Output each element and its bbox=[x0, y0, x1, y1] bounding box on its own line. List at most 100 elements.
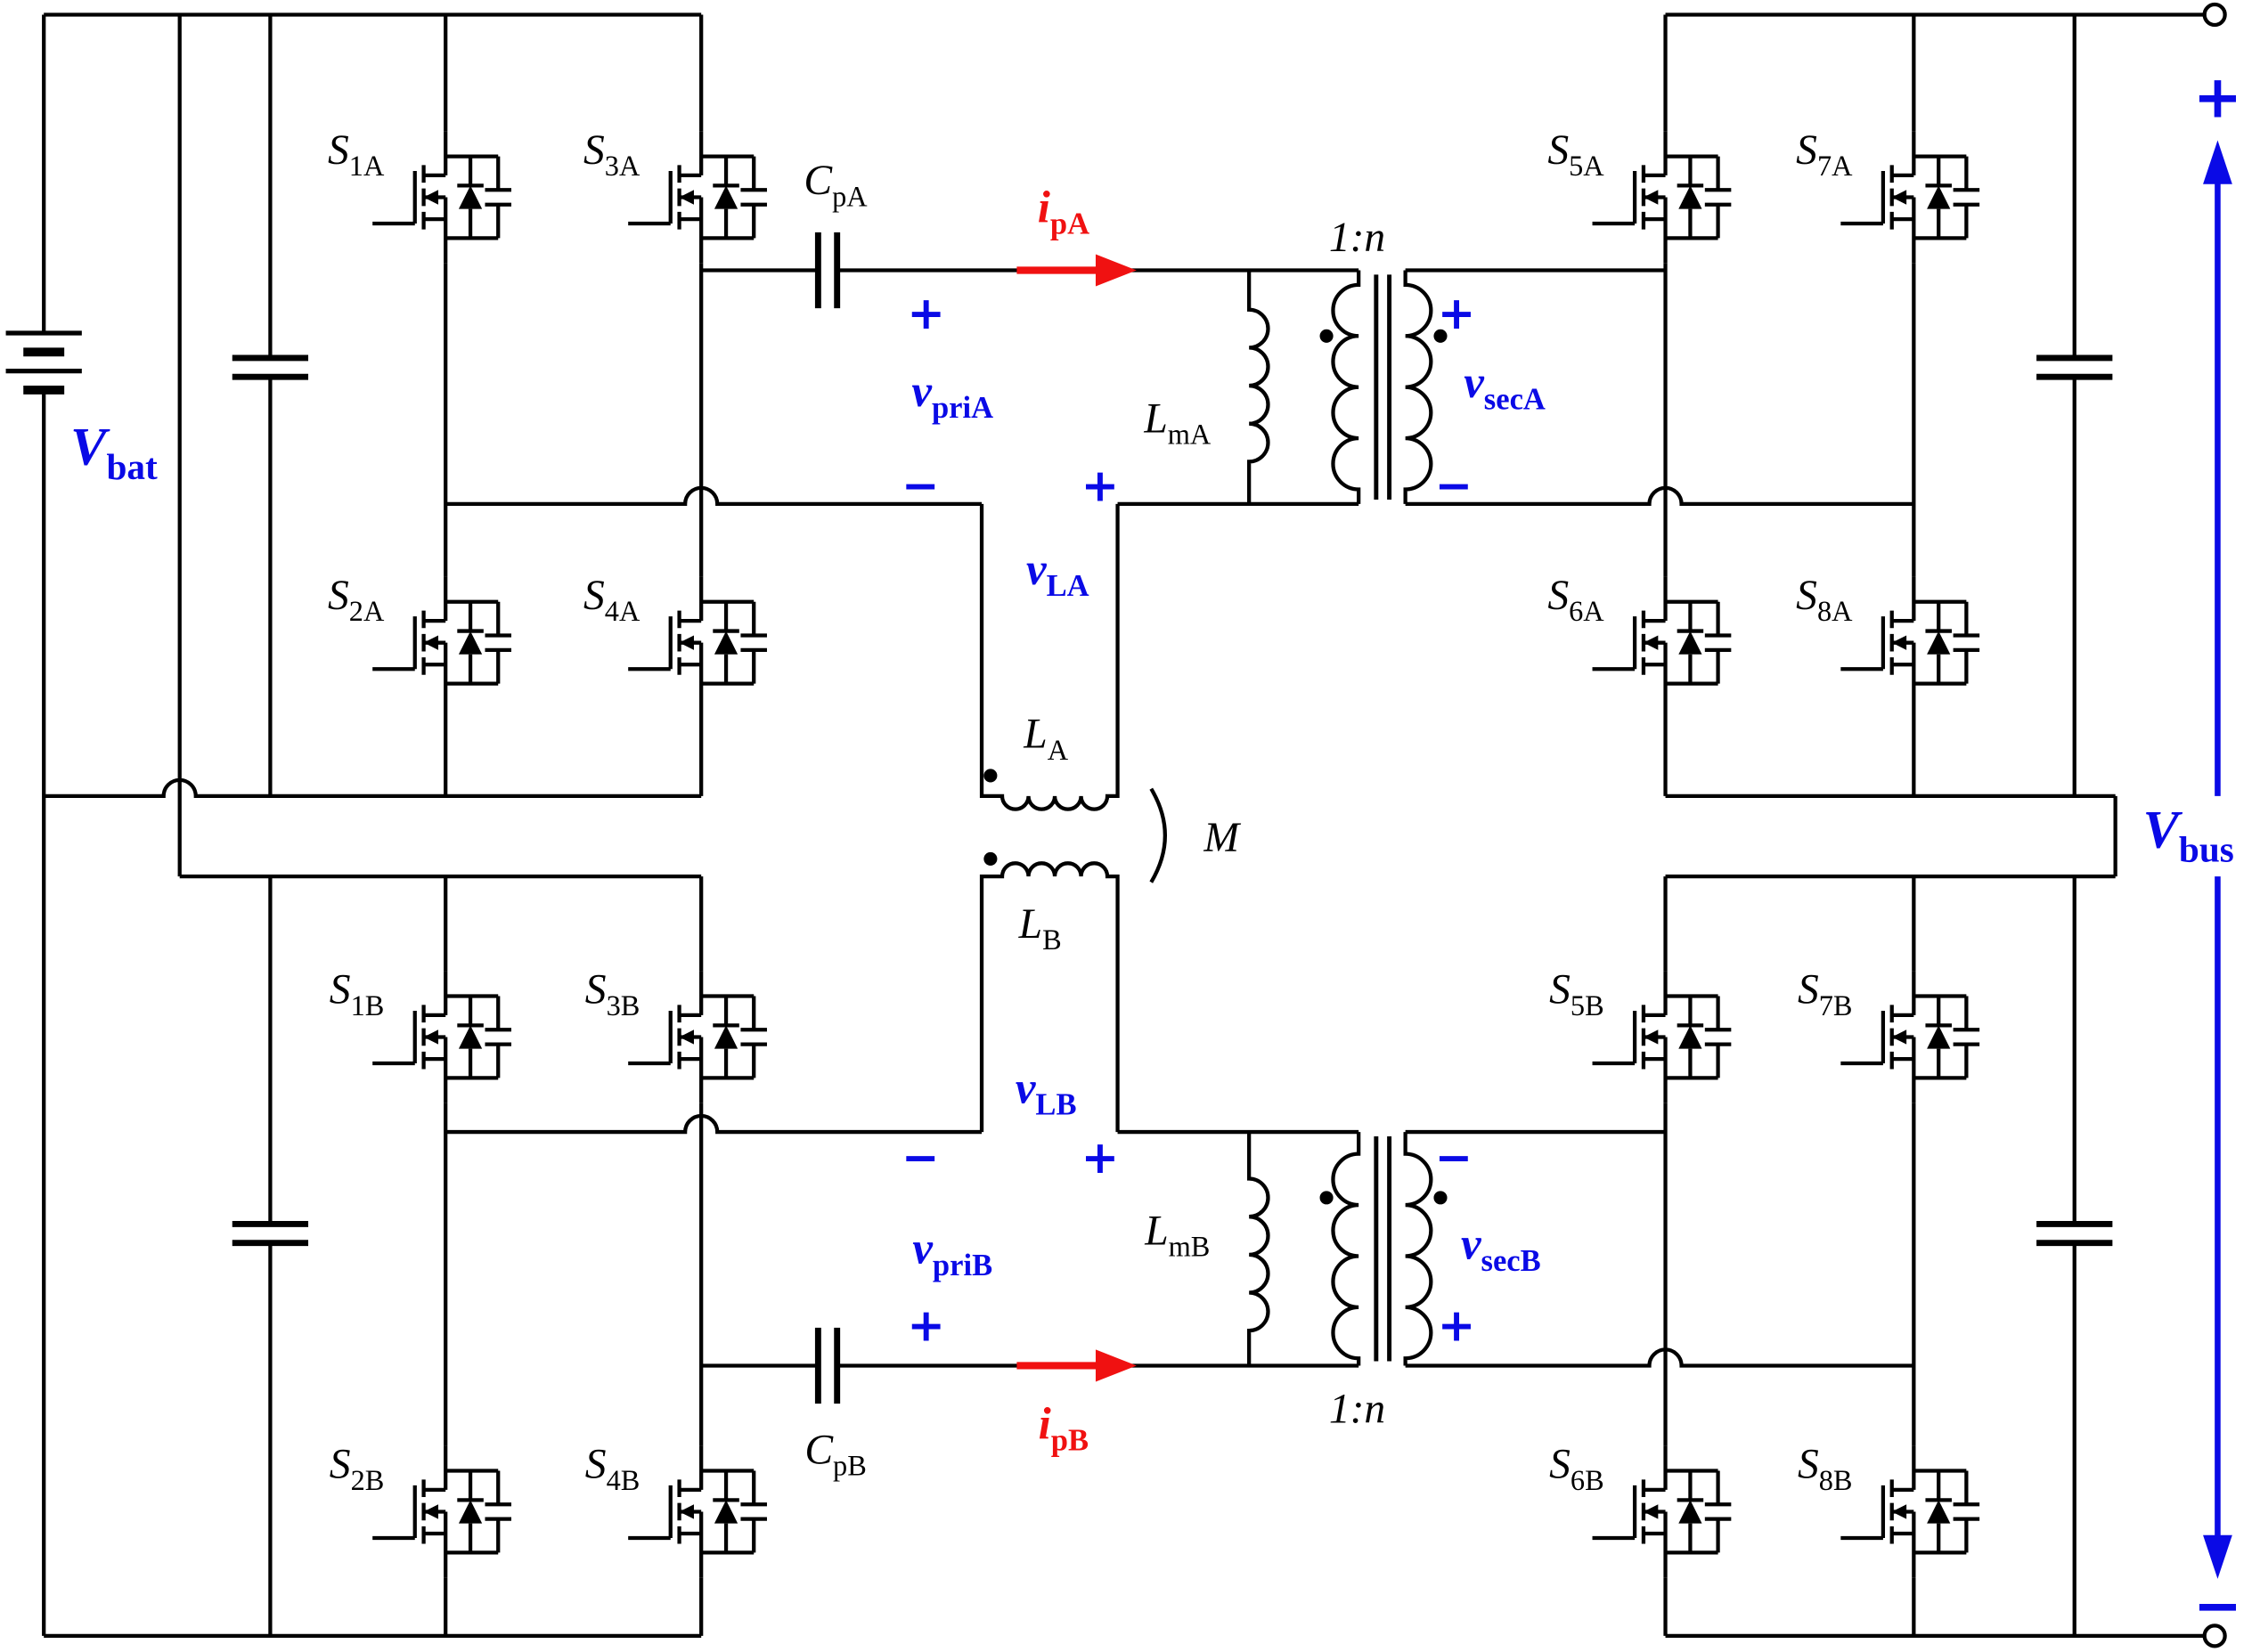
vprib-plus-sign: + bbox=[907, 1299, 945, 1352]
dc-output-rails bbox=[1665, 12, 2205, 1638]
vseca-plus-sign: + bbox=[1438, 287, 1476, 339]
mosfet-s5b bbox=[1593, 972, 1732, 1103]
series-cap-b-plates bbox=[814, 1327, 841, 1404]
vlb-minus-sign: − bbox=[902, 1131, 940, 1184]
transformer-a-secondary-dot bbox=[1433, 329, 1448, 343]
battery-short-plates bbox=[23, 347, 65, 395]
mosfet-s2a bbox=[372, 577, 511, 709]
magnetizing-inductor-b bbox=[1247, 1132, 1270, 1366]
label-s7b: S7B bbox=[1798, 967, 1853, 1021]
transformer-b-secondary bbox=[1403, 1132, 1433, 1366]
label-s2a: S2A bbox=[328, 573, 385, 627]
transformer-b-primary bbox=[1331, 1132, 1361, 1366]
label-vla: vLA bbox=[1026, 544, 1089, 603]
mosfet-s7a bbox=[1840, 132, 1979, 264]
transformer-b-primary-dot bbox=[1319, 1191, 1334, 1205]
label-vbus: Vbus bbox=[2142, 800, 2233, 869]
label-lma: LmA bbox=[1143, 396, 1212, 451]
label-mutual-inductance: M bbox=[1203, 815, 1241, 861]
label-ipb: ipB bbox=[1039, 1398, 1089, 1457]
transformer-a-primary-dot bbox=[1319, 329, 1334, 343]
mosfet-s5a bbox=[1593, 132, 1732, 264]
mosfet-s1b bbox=[372, 972, 511, 1103]
label-s6a: S6A bbox=[1547, 573, 1604, 627]
label-s7a: S7A bbox=[1796, 127, 1853, 182]
battery-long-plates bbox=[5, 330, 82, 374]
dc-input-rails bbox=[42, 12, 702, 1638]
mosfet-s6a bbox=[1593, 577, 1732, 709]
label-vseca: vsecA bbox=[1464, 357, 1546, 416]
vpria-plus-sign: + bbox=[907, 287, 945, 339]
current-arrow-ipb bbox=[1016, 1349, 1137, 1382]
bus-positive-terminal bbox=[2202, 2, 2227, 28]
label-s8b: S8B bbox=[1798, 1442, 1853, 1496]
mosfet-s8a bbox=[1840, 577, 1979, 709]
mosfet-s4b bbox=[628, 1446, 767, 1578]
transformer-b-core bbox=[1374, 1135, 1392, 1362]
label-vpria: vpriA bbox=[911, 366, 993, 425]
battery-symbol bbox=[5, 330, 82, 395]
label-vlb: vLB bbox=[1016, 1062, 1077, 1121]
coupled-inductor-la bbox=[979, 503, 1120, 811]
vsecb-plus-sign: + bbox=[1438, 1299, 1476, 1352]
bus-negative-terminal bbox=[2202, 1624, 2227, 1648]
label-cpb: CpB bbox=[804, 1427, 866, 1481]
label-vprib: vpriB bbox=[912, 1224, 992, 1282]
transformer-a-secondary bbox=[1403, 270, 1433, 504]
vbus-minus-sign: − bbox=[2193, 1572, 2242, 1640]
vbus-plus-sign: + bbox=[2193, 63, 2242, 131]
label-s4b: S4B bbox=[585, 1442, 640, 1496]
series-cap-a-plates bbox=[814, 232, 841, 309]
label-s4a: S4A bbox=[583, 573, 640, 627]
inductor-la-dot bbox=[983, 769, 998, 783]
label-s6b: S6B bbox=[1549, 1442, 1604, 1496]
mosfet-s2b bbox=[372, 1446, 511, 1578]
left-bridge-legs bbox=[444, 14, 704, 1636]
transformer-a-primary bbox=[1331, 270, 1361, 504]
inductor-lb-dot bbox=[983, 851, 998, 866]
vseca-minus-sign: − bbox=[1434, 460, 1473, 512]
label-turns-ratio-b: 1:n bbox=[1329, 1386, 1385, 1432]
label-cpa: CpA bbox=[804, 158, 868, 212]
label-turns-ratio-a: 1:n bbox=[1329, 215, 1385, 261]
label-vbat: Vbat bbox=[70, 418, 158, 487]
coupled-inductor-lb bbox=[979, 861, 1120, 1133]
mosfet-s4a bbox=[628, 577, 767, 709]
vbus-upper-arrow-head bbox=[2203, 140, 2232, 184]
label-vsecb: vsecB bbox=[1461, 1219, 1541, 1278]
output-cap-plates bbox=[2036, 354, 2113, 1247]
vbus-annotation bbox=[2203, 140, 2232, 1579]
label-s3a: S3A bbox=[583, 127, 640, 182]
label-ipa: ipA bbox=[1038, 182, 1089, 240]
wiring bbox=[42, 12, 2205, 1638]
mosfet-s8b bbox=[1840, 1446, 1979, 1578]
current-arrow-ipa bbox=[1016, 254, 1137, 287]
mosfet-s1a bbox=[372, 132, 511, 264]
transformer-b-secondary-dot bbox=[1433, 1191, 1448, 1205]
vpria-minus-sign: − bbox=[902, 460, 940, 512]
ipb-arrow-head bbox=[1095, 1349, 1137, 1382]
vla-plus-sign: + bbox=[1081, 460, 1120, 512]
right-bridge-legs bbox=[1663, 14, 1916, 1636]
label-s3b: S3B bbox=[585, 967, 640, 1021]
mutual-coupling-arc bbox=[1149, 787, 1167, 883]
labels: S1A S3A S2A S4A S1B S3B S2B S4B S5A S7A … bbox=[70, 63, 2242, 1640]
mosfet-s7b bbox=[1840, 972, 1979, 1103]
label-s1b: S1B bbox=[330, 967, 385, 1021]
mosfet-s3a bbox=[628, 132, 767, 264]
vlb-plus-sign: + bbox=[1081, 1131, 1120, 1184]
label-s2b: S2B bbox=[330, 1442, 385, 1496]
vbus-lower-arrow-head bbox=[2203, 1534, 2232, 1579]
label-s1a: S1A bbox=[328, 127, 385, 182]
label-la: LA bbox=[1023, 712, 1068, 766]
label-lb: LB bbox=[1018, 901, 1062, 956]
mosfet-s3b bbox=[628, 972, 767, 1103]
label-lmb: LmB bbox=[1144, 1208, 1210, 1262]
input-cap-plates bbox=[232, 354, 309, 1247]
ipa-arrow-head bbox=[1095, 254, 1137, 287]
mosfet-s6b bbox=[1593, 1446, 1732, 1578]
vsecb-minus-sign: − bbox=[1434, 1131, 1473, 1184]
transformer-a-core bbox=[1374, 274, 1392, 500]
